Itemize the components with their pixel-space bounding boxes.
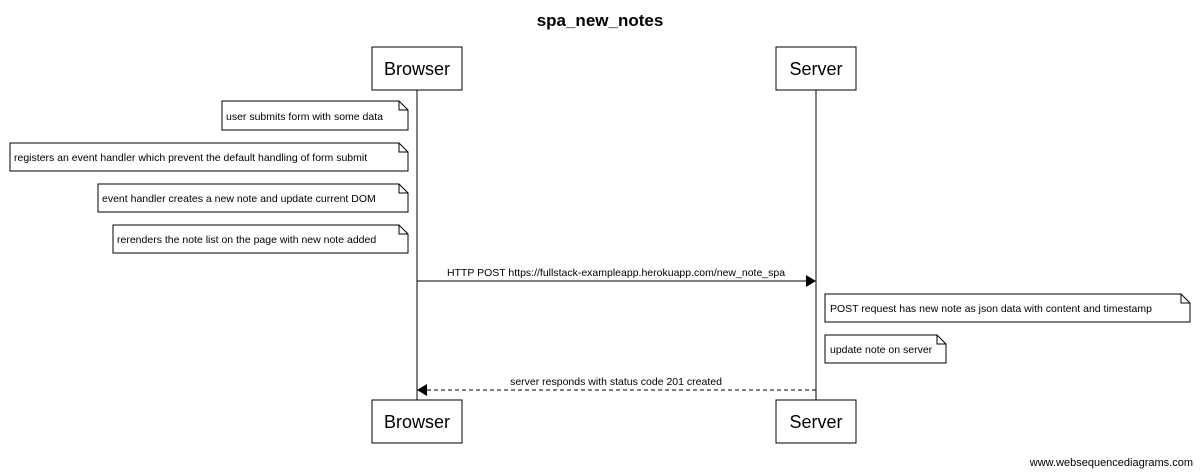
note-event-handler-register: registers an event handler which prevent… (9, 142, 409, 172)
participant-server-bottom: Server (775, 399, 857, 444)
note-submit-form-text: user submits form with some data (226, 111, 383, 123)
watermark-text: www.websequencediagrams.com (1029, 457, 1193, 469)
note-post-request: POST request has new note as json data w… (824, 293, 1191, 323)
participant-server-bottom-label: Server (789, 412, 842, 432)
participant-browser-bottom-label: Browser (384, 412, 450, 432)
note-rerender-list: rerenders the note list on the page with… (112, 224, 409, 254)
note-update-server-text: update note on server (830, 344, 933, 356)
note-rerender-list-text: rerenders the note list on the page with… (117, 234, 376, 246)
note-update-server: update note on server (824, 334, 947, 364)
arrowhead-icon (806, 275, 816, 287)
participant-browser-top: Browser (371, 46, 463, 91)
note-post-request-text: POST request has new note as json data w… (830, 303, 1152, 315)
message-server-response: server responds with status code 201 cre… (417, 376, 816, 396)
diagram-title: spa_new_notes (537, 11, 664, 30)
message-server-response-label: server responds with status code 201 cre… (510, 376, 722, 388)
arrowhead-icon (417, 384, 427, 396)
message-http-post: HTTP POST https://fullstack-exampleapp.h… (417, 267, 816, 287)
participant-server-top: Server (775, 46, 857, 91)
note-create-note: event handler creates a new note and upd… (97, 183, 409, 213)
note-event-handler-register-text: registers an event handler which prevent… (14, 152, 367, 164)
note-submit-form: user submits form with some data (221, 100, 409, 131)
participant-browser-bottom: Browser (371, 399, 463, 444)
message-http-post-label: HTTP POST https://fullstack-exampleapp.h… (447, 267, 785, 279)
note-create-note-text: event handler creates a new note and upd… (102, 193, 376, 205)
participant-server-top-label: Server (789, 59, 842, 79)
participant-browser-top-label: Browser (384, 59, 450, 79)
